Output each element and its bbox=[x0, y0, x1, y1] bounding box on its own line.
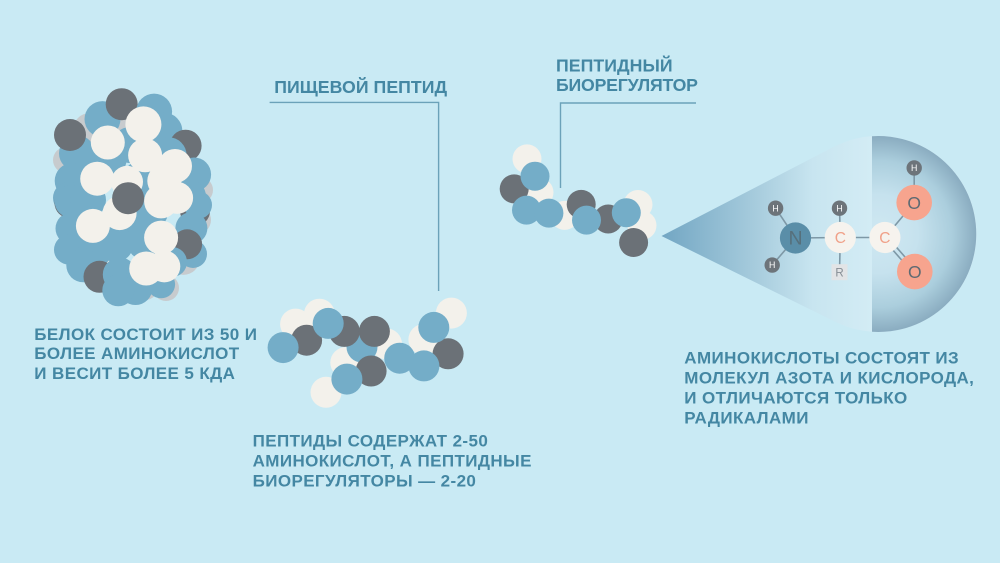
svg-text:БИОРЕГУЛЯТОРЫ — 2-20: БИОРЕГУЛЯТОРЫ — 2-20 bbox=[253, 471, 477, 490]
svg-text:РАДИКАЛАМИ: РАДИКАЛАМИ bbox=[684, 408, 809, 427]
svg-text:БОЛЕЕ АМИНОКИСЛОТ: БОЛЕЕ АМИНОКИСЛОТ bbox=[34, 344, 240, 363]
svg-text:ПИЩЕВОЙ ПЕПТИД: ПИЩЕВОЙ ПЕПТИД bbox=[274, 76, 447, 97]
svg-text:O: O bbox=[907, 193, 921, 213]
svg-text:И ОТЛИЧАЮТСЯ ТОЛЬКО: И ОТЛИЧАЮТСЯ ТОЛЬКО bbox=[684, 388, 907, 407]
svg-text:АМИНОКИСЛОТ, А ПЕПТИДНЫЕ: АМИНОКИСЛОТ, А ПЕПТИДНЫЕ bbox=[253, 451, 532, 470]
svg-text:ПЕПТИДЫ СОДЕРЖАТ 2-50: ПЕПТИДЫ СОДЕРЖАТ 2-50 bbox=[253, 432, 489, 451]
svg-text:O: O bbox=[908, 262, 922, 282]
svg-text:C: C bbox=[835, 230, 846, 247]
svg-text:БЕЛОК СОСТОИТ ИЗ 50 И: БЕЛОК СОСТОИТ ИЗ 50 И bbox=[34, 325, 257, 344]
svg-text:И ВЕСИТ БОЛЕЕ 5 КДА: И ВЕСИТ БОЛЕЕ 5 КДА bbox=[34, 364, 235, 383]
svg-text:H: H bbox=[769, 260, 775, 270]
svg-text:H: H bbox=[772, 203, 778, 213]
svg-text:N: N bbox=[788, 228, 802, 250]
svg-text:C: C bbox=[879, 230, 890, 247]
svg-text:ПЕПТИДНЫЙ: ПЕПТИДНЫЙ bbox=[556, 55, 673, 76]
svg-text:БИОРЕГУЛЯТОР: БИОРЕГУЛЯТОР bbox=[556, 75, 698, 95]
svg-text:R: R bbox=[835, 268, 843, 280]
svg-text:АМИНОКИСЛОТЫ СОСТОЯТ ИЗ: АМИНОКИСЛОТЫ СОСТОЯТ ИЗ bbox=[684, 348, 959, 367]
svg-text:H: H bbox=[911, 163, 917, 173]
svg-text:МОЛЕКУЛ АЗОТА И КИСЛОРОДА,: МОЛЕКУЛ АЗОТА И КИСЛОРОДА, bbox=[684, 368, 974, 387]
svg-text:H: H bbox=[836, 203, 842, 213]
